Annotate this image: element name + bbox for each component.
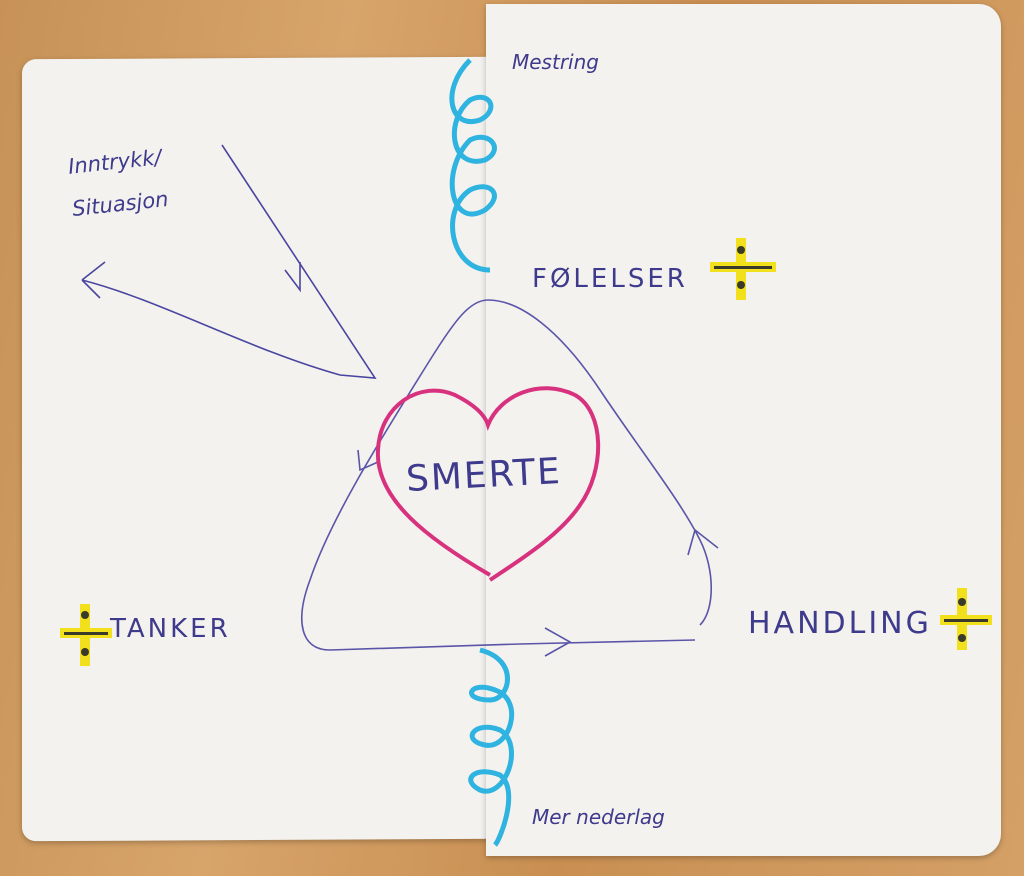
blue-spiral-top (449, 58, 497, 273)
blue-spiral-bottom (468, 647, 515, 847)
plus-minus-icon (940, 588, 992, 650)
label-mestring: Mestring (512, 50, 599, 74)
arrow-right-cycle (544, 627, 572, 657)
heart-shape (375, 386, 601, 582)
notebook-right-page (486, 4, 1001, 856)
label-smerte: SMERTE (405, 450, 563, 501)
plus-minus-icon (60, 604, 112, 666)
label-handling: HANDLING (748, 606, 932, 641)
cycle-triangle (301, 299, 713, 651)
label-folelser: FØLELSER (532, 264, 688, 294)
arrow-up-cycle (687, 528, 719, 556)
plus-minus-icon (710, 238, 776, 300)
input-arrow (81, 144, 377, 379)
label-mer-nederlag: Mer nederlag (532, 805, 665, 829)
arrow-down-cycle (357, 449, 379, 472)
label-tanker: TANKER (110, 614, 231, 644)
